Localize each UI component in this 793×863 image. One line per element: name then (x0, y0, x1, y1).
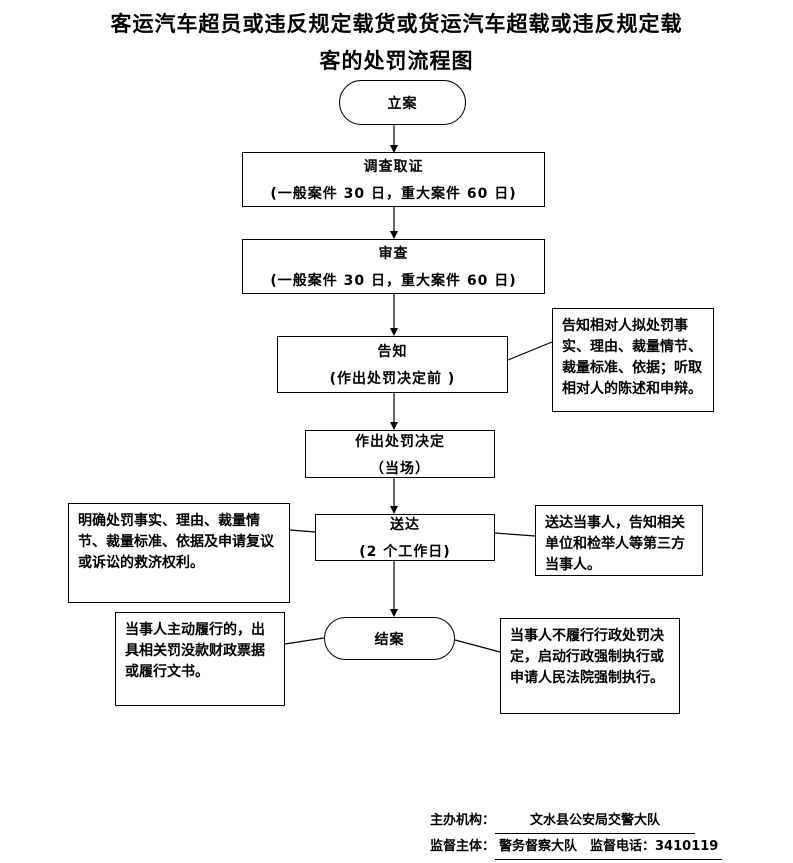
annotation-text: 当事人不履行行政处罚决定，启动行政强制执行或申请人民法院强制执行。 (510, 628, 664, 686)
node-title: 送达 (390, 517, 420, 533)
node-subtitle: (一般案件 30 日，重大案件 60 日) (270, 186, 517, 202)
node-subtitle: (一般案件 30 日，重大案件 60 日) (270, 273, 517, 289)
node-subtitle: (2 个工作日) (359, 544, 451, 560)
page-title-line1: 客运汽车超员或违反规定载货或货运汽车超载或违反规定载 (110, 12, 683, 36)
node-title: 告知 (377, 344, 408, 360)
annotation-deliver-left: 明确处罚事实、理由、裁量情节、裁量标准、依据及申请复议或诉讼的救济权利。 (68, 503, 290, 603)
supervisor-label: 监督主体： (430, 839, 496, 854)
main-flow-arrows (390, 125, 398, 617)
footer-organizer-row: 主办机构：文水县公安局交警大队 (430, 808, 722, 834)
node-title: 审查 (378, 246, 409, 262)
footer-supervisor-row: 监督主体：警务督察大队 监督电话：3410119 (430, 834, 723, 860)
annotation-text: 当事人主动履行的，出具相关罚没款财政票据或履行文书。 (125, 622, 265, 680)
annotation-close-right: 当事人不履行行政处罚决定，启动行政强制执行或申请人民法院强制执行。 (500, 618, 680, 714)
annotation-close-left: 当事人主动履行的，出具相关罚没款财政票据或履行文书。 (115, 612, 285, 706)
flow-node-investigate: 调查取证 (一般案件 30 日，重大案件 60 日) (242, 152, 545, 207)
organizer-value: 文水县公安局交警大队 (495, 808, 696, 834)
organizer-label: 主办机构： (430, 813, 496, 828)
annotation-text: 明确处罚事实、理由、裁量情节、裁量标准、依据及申请复议或诉讼的救济权利。 (78, 513, 274, 571)
node-title: 调查取证 (363, 159, 424, 175)
node-label: 立案 (387, 95, 418, 112)
node-subtitle: (作出处罚决定前 ) (329, 371, 456, 387)
flow-node-notify: 告知 (作出处罚决定前 ) (277, 336, 508, 393)
page-title-line2: 客的处罚流程图 (319, 49, 474, 73)
flow-node-review: 审查 (一般案件 30 日，重大案件 60 日) (242, 239, 545, 294)
annotation-notify-right: 告知相对人拟处罚事实、理由、裁量情节、裁量标准、依据；听取相对人的陈述和申辩。 (552, 308, 714, 412)
annotation-text: 告知相对人拟处罚事实、理由、裁量情节、裁量标准、依据；听取相对人的陈述和申辩。 (562, 318, 702, 397)
footer: 主办机构：文水县公安局交警大队 监督主体：警务督察大队 监督电话：3410119 (430, 808, 723, 860)
node-subtitle: （当场） (370, 460, 430, 477)
flow-node-start: 立案 (339, 80, 466, 125)
node-title: 作出处罚决定 (355, 433, 445, 450)
flow-node-decide: 作出处罚决定 （当场） (305, 430, 495, 478)
node-label: 结案 (374, 631, 405, 648)
annotation-deliver-right: 送达当事人，告知相关单位和检举人等第三方当事人。 (535, 505, 703, 576)
page-title: 客运汽车超员或违反规定载货或货运汽车超载或违反规定载 客的处罚流程图 (0, 6, 793, 80)
supervisor-value: 警务督察大队 监督电话：3410119 (495, 834, 723, 860)
flow-node-deliver: 送达 (2 个工作日) (315, 514, 495, 561)
annotation-connector-lines (284, 341, 553, 653)
annotation-text: 送达当事人，告知相关单位和检举人等第三方当事人。 (545, 515, 685, 573)
flow-node-close: 结案 (324, 617, 455, 660)
